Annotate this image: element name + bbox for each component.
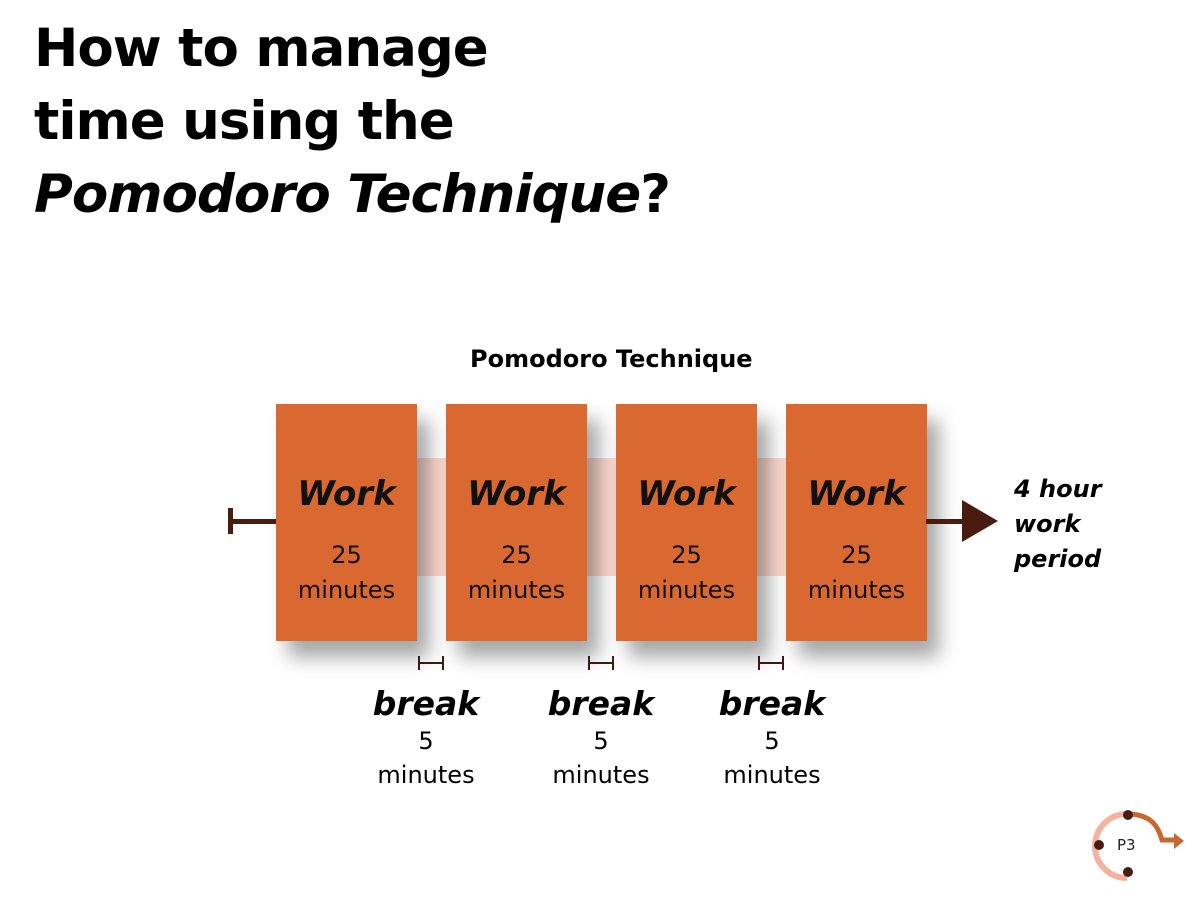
work-duration: 25 — [841, 541, 872, 569]
diagram-title: Pomodoro Technique — [470, 345, 753, 373]
break-label-3: break 5 minutes — [702, 684, 842, 792]
title-emphasis: Pomodoro Technique — [34, 164, 641, 225]
page-title: How to manage time using the Pomodoro Te… — [34, 12, 671, 231]
timeline-start-line — [230, 519, 278, 524]
break-duration: 5 — [418, 727, 434, 755]
break-marker-1 — [418, 656, 444, 670]
logo-arrow-icon — [1174, 833, 1184, 849]
work-period-label: 4 hour work period — [1014, 472, 1102, 577]
work-block-4: Work 25 minutes — [786, 404, 927, 641]
logo-dot-left — [1094, 840, 1104, 850]
period-line-1: 4 hour — [1014, 475, 1102, 503]
work-unit: minutes — [467, 576, 566, 604]
break-title: break — [718, 684, 826, 723]
work-block-3: Work 25 minutes — [616, 404, 757, 641]
work-label: Work — [807, 474, 906, 514]
work-unit: minutes — [637, 576, 736, 604]
logo-arc-right — [1130, 811, 1176, 843]
break-title: break — [547, 684, 655, 723]
period-line-2: work — [1014, 510, 1081, 538]
break-title: break — [372, 684, 480, 723]
break-unit: minutes — [377, 761, 475, 789]
title-question-mark: ? — [640, 164, 671, 225]
work-unit: minutes — [297, 576, 396, 604]
break-label-1: break 5 minutes — [356, 684, 496, 792]
work-label: Work — [297, 474, 396, 514]
break-unit: minutes — [723, 761, 821, 789]
break-connector-1 — [417, 458, 447, 576]
break-unit: minutes — [552, 761, 650, 789]
title-line-1: How to manage — [34, 18, 489, 79]
break-connector-2 — [587, 458, 617, 576]
break-connector-3 — [757, 458, 787, 576]
break-marker-2 — [588, 656, 614, 670]
work-unit: minutes — [807, 576, 906, 604]
work-duration: 25 — [331, 541, 362, 569]
break-duration: 5 — [593, 727, 609, 755]
title-line-3: Pomodoro Technique? — [34, 158, 671, 231]
work-block-2: Work 25 minutes — [446, 404, 587, 641]
logo-dot-bottom — [1123, 867, 1133, 877]
break-marker-3 — [758, 656, 784, 670]
work-block-1: Work 25 minutes — [276, 404, 417, 641]
break-label-2: break 5 minutes — [531, 684, 671, 792]
period-line-3: period — [1014, 545, 1102, 573]
break-duration: 5 — [764, 727, 780, 755]
work-label: Work — [467, 474, 566, 514]
logo-text: P3 — [1117, 836, 1136, 854]
logo-dot-top — [1123, 810, 1133, 820]
title-line-2: time using the — [34, 91, 455, 152]
timeline-arrow-icon — [962, 500, 998, 542]
work-duration: 25 — [671, 541, 702, 569]
work-label: Work — [637, 474, 736, 514]
company-logo — [1092, 810, 1184, 881]
timeline-end-line — [926, 519, 966, 524]
work-duration: 25 — [501, 541, 532, 569]
